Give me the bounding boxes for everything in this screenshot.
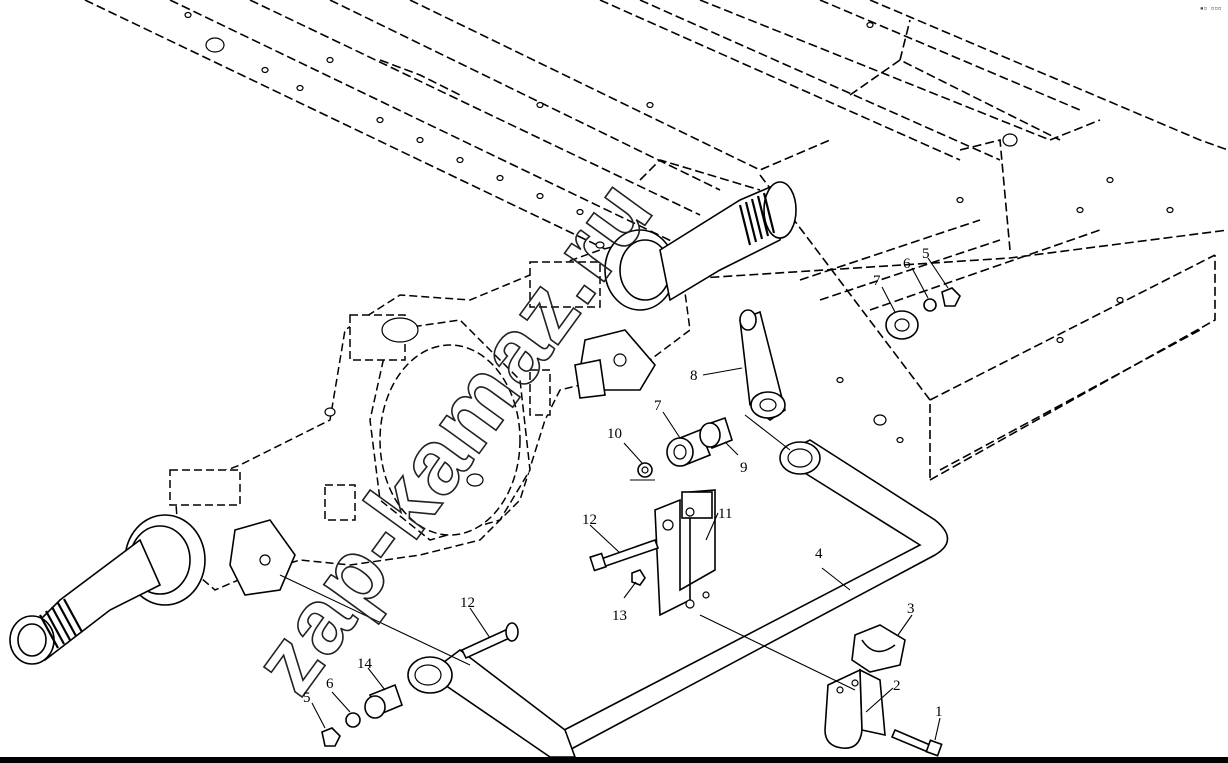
right-spline	[738, 192, 776, 246]
corner-mark: ▪▫ ▫▫▫	[1200, 5, 1222, 12]
callout-4: 4	[815, 546, 823, 562]
callout-5-right: 5	[922, 246, 930, 262]
callout-8: 8	[690, 368, 698, 384]
part-2-clamp	[824, 668, 894, 749]
part-3-cushion	[851, 614, 913, 673]
callout-6-left: 6	[326, 676, 334, 692]
callout-14: 14	[357, 656, 373, 672]
callout-labels: 1 2 3 4 5 5 6 6 7 7 8 9 10 11 12 12 13 1…	[303, 246, 943, 720]
left-spline	[39, 598, 83, 649]
callout-1: 1	[935, 704, 943, 720]
callout-12-lower: 12	[460, 595, 475, 611]
bottom-border	[0, 757, 1228, 763]
left-fasteners	[311, 667, 404, 747]
axle-brackets	[229, 329, 656, 596]
callout-6-right: 6	[903, 256, 911, 272]
callout-13: 13	[612, 608, 627, 624]
part-13-nut	[623, 569, 646, 599]
callout-5-left: 5	[303, 690, 311, 706]
part-1-bolt	[890, 717, 943, 757]
callout-2: 2	[893, 678, 901, 694]
right-hub	[604, 181, 797, 311]
callout-7-left: 7	[654, 398, 662, 414]
frame-rails	[84, 0, 1228, 481]
callout-3: 3	[907, 601, 915, 617]
callout-7-right: 7	[873, 273, 881, 289]
callout-9: 9	[740, 460, 748, 476]
part-11-bracket	[654, 489, 719, 617]
part-7-9-10-bushings	[623, 411, 739, 481]
callout-11: 11	[718, 506, 732, 522]
part-8-link	[702, 309, 786, 421]
left-hub	[9, 514, 206, 665]
part-4-stabilizer-bar	[407, 439, 949, 757]
part-12-bolts	[460, 524, 660, 660]
frame-holes	[184, 11, 1174, 444]
connection-lines	[279, 414, 856, 691]
right-fasteners	[881, 257, 961, 340]
callout-12-upper: 12	[582, 512, 597, 528]
axle-housing	[169, 239, 691, 591]
callout-10: 10	[607, 426, 622, 442]
